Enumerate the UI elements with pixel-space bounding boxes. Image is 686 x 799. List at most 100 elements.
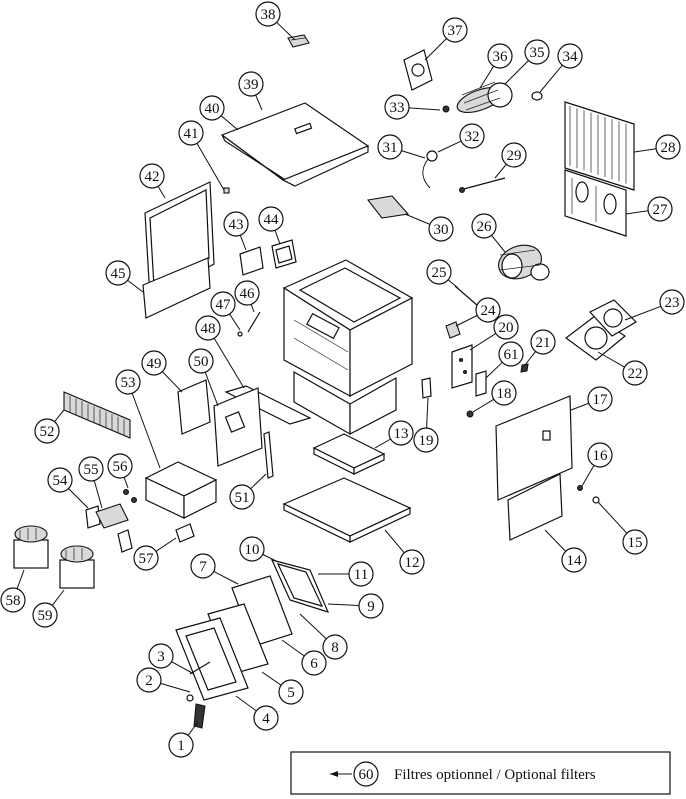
callout-number-17: 17 (593, 392, 609, 408)
part-4-5-door (175, 617, 249, 701)
leader-line-2 (160, 682, 191, 693)
callout-42: 42 (139, 163, 165, 189)
part-26-convection-blower (498, 244, 550, 281)
callout-circle-33 (384, 94, 410, 120)
callout-circle-5 (278, 679, 304, 705)
callout-47: 47 (210, 291, 236, 317)
callout-44: 44 (258, 206, 284, 232)
callout-circle-54 (47, 467, 73, 493)
callout-number-26: 26 (477, 219, 493, 235)
callout-number-35: 35 (530, 45, 545, 61)
callout-number-16: 16 (593, 448, 609, 464)
callout-17: 17 (587, 386, 613, 412)
leader-line-44 (274, 230, 281, 245)
callout-33: 33 (384, 94, 410, 120)
callout-circle-28 (655, 134, 681, 160)
callout-34: 34 (557, 43, 583, 69)
callout-25: 25 (426, 259, 452, 285)
part-21-clip (520, 363, 529, 373)
callout-number-18: 18 (497, 386, 512, 402)
leader-line-59 (51, 589, 65, 606)
callout-number-42: 42 (145, 169, 160, 185)
callout-number-46: 46 (240, 286, 256, 302)
callout-number-48: 48 (201, 321, 216, 337)
callout-number-47: 47 (216, 297, 232, 313)
callout-number-31: 31 (383, 140, 398, 156)
callout-37: 37 (442, 17, 468, 43)
callout-number-28: 28 (661, 140, 676, 156)
callout-circle-12 (399, 549, 425, 575)
callout-circle-45 (105, 260, 131, 286)
leader-line-21 (524, 351, 536, 366)
callout-35: 35 (524, 39, 550, 65)
leader-line-56 (123, 477, 129, 489)
callout-20: 20 (493, 314, 519, 340)
callout-19: 19 (413, 427, 439, 453)
part-57-bracket (175, 523, 195, 543)
callout-number-19: 19 (419, 433, 434, 449)
legend-number: 60 (359, 767, 374, 783)
callout-circle-55 (78, 456, 104, 482)
callout-circle-29 (501, 142, 527, 168)
callout-circle-37 (442, 17, 468, 43)
callout-18: 18 (491, 380, 517, 406)
leader-line-49 (161, 371, 183, 393)
leader-line-5 (261, 671, 282, 686)
callout-circle-21 (530, 329, 556, 355)
callout-16: 16 (587, 442, 613, 468)
callout-number-20: 20 (499, 320, 514, 336)
callout-circle-42 (139, 163, 165, 189)
part-13-plate (312, 433, 386, 475)
callout-8: 8 (322, 634, 348, 660)
callout-31: 31 (377, 134, 403, 160)
part-56-screws (123, 489, 137, 503)
callout-56: 56 (107, 453, 133, 479)
part-58-filter (13, 525, 49, 569)
leader-line-26 (491, 235, 506, 253)
callout-24: 24 (475, 297, 501, 323)
callout-number-51: 51 (235, 490, 250, 506)
callout-circle-48 (195, 315, 221, 341)
leader-line-22 (597, 351, 625, 368)
callout-circle-8 (322, 634, 348, 660)
callout-number-54: 54 (53, 473, 69, 489)
callout-number-3: 3 (157, 649, 165, 665)
callout-number-39: 39 (244, 77, 259, 93)
leader-line-38 (276, 21, 296, 41)
part-24-fitting (445, 321, 461, 339)
callout-number-2: 2 (145, 673, 153, 689)
leader-line-48 (213, 338, 245, 389)
leader-line-3 (171, 661, 195, 675)
leader-line-12 (384, 529, 405, 554)
callout-circle-53 (115, 369, 141, 395)
callout-52: 52 (34, 418, 60, 444)
callout-58: 58 (0, 587, 26, 613)
callout-circle-25 (426, 259, 452, 285)
callout-number-5: 5 (287, 685, 295, 701)
leader-line-23 (624, 305, 661, 321)
callout-number-40: 40 (205, 101, 220, 117)
leader-line-35 (504, 60, 529, 85)
callout-circle-39 (238, 71, 264, 97)
callout-number-59: 59 (38, 608, 53, 624)
callout-number-36: 36 (493, 49, 509, 65)
callout-11: 11 (348, 561, 374, 587)
callout-1: 1 (168, 732, 194, 758)
part-1-2-3-handle (186, 661, 211, 729)
callout-number-41: 41 (184, 126, 199, 142)
part-18-nut (466, 410, 474, 418)
leader-line-47 (229, 313, 241, 331)
callout-54: 54 (47, 467, 73, 493)
leader-line-61 (485, 361, 503, 379)
leader-line-18 (472, 398, 495, 413)
part-37-gasket (403, 49, 433, 91)
callout-number-11: 11 (354, 567, 368, 583)
part-10-11-8-9-glass-frame (270, 559, 330, 613)
callout-circle-2 (136, 667, 162, 693)
callout-30: 30 (428, 216, 454, 242)
callout-number-33: 33 (390, 100, 405, 116)
legend-callout-60 (353, 761, 379, 787)
leader-line-24 (455, 314, 478, 327)
part-49-heat-shield (177, 379, 211, 435)
part-51-strip (263, 431, 274, 479)
